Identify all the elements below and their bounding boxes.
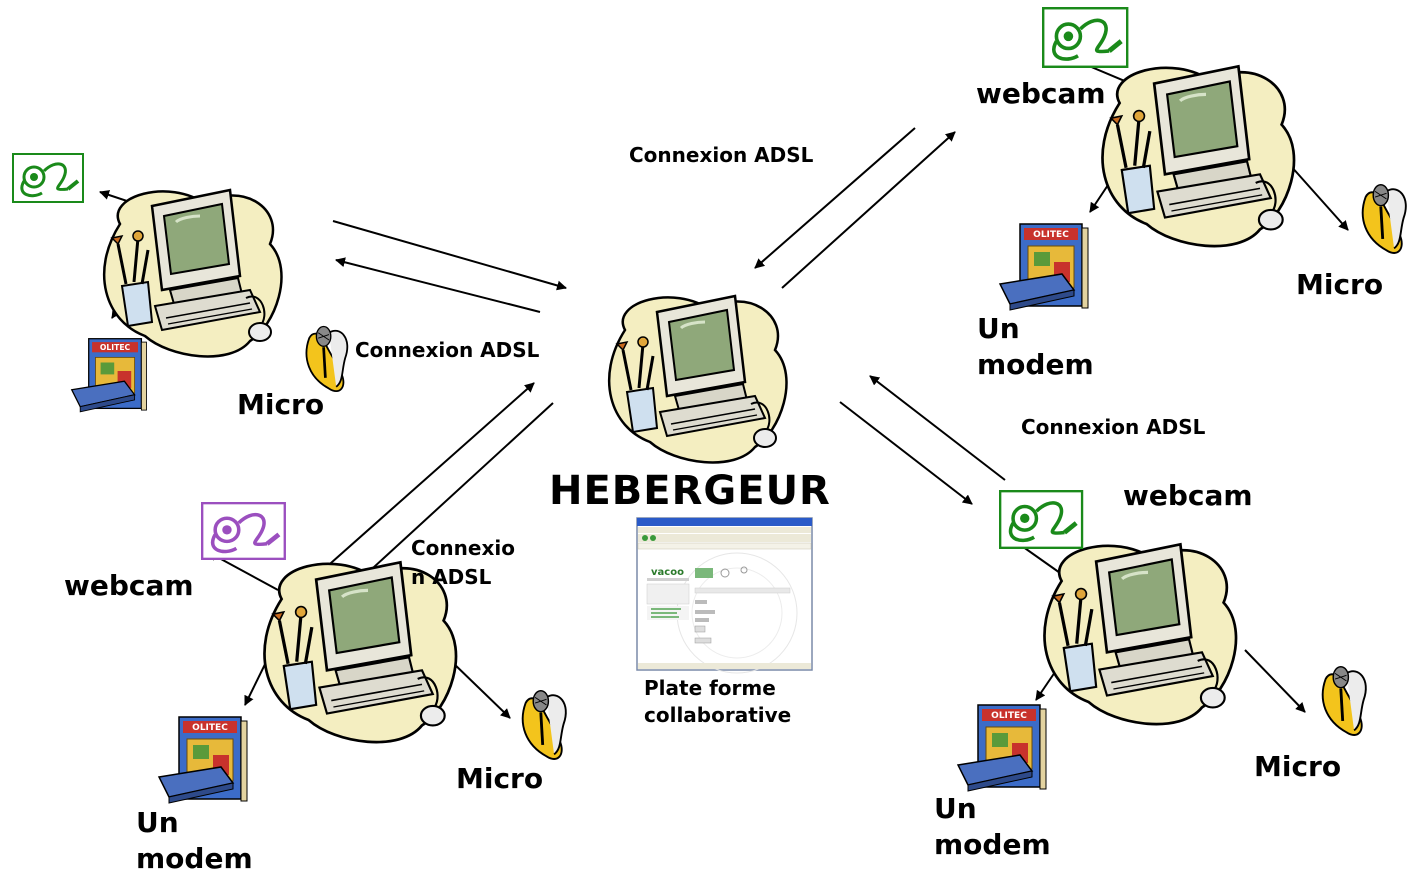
- arrow-bottomleft-micro: [449, 659, 511, 719]
- computer-top-left-icon: [102, 188, 283, 358]
- platform-logo: vacoo: [651, 567, 684, 578]
- arrow-bottomright-micro: [1244, 649, 1306, 713]
- micro-label-bottom-left: Micro: [456, 762, 544, 795]
- micro-label-top-right: Micro: [1296, 268, 1384, 301]
- webcam-bottom-right-icon: [1000, 491, 1082, 548]
- arrow-bottomright-to-host: [869, 375, 1006, 481]
- webcam-top-right-icon: [1043, 8, 1127, 67]
- micro-top-right-icon: [1361, 183, 1408, 255]
- platform-caption-line2: collaborative: [644, 703, 792, 727]
- arrow-host-to-topleft: [335, 257, 541, 313]
- webcam-label-top-right: webcam: [976, 77, 1106, 110]
- computer-bottom-right-icon: [1042, 542, 1238, 726]
- webcam-top-left-icon: [11, 152, 85, 204]
- connection-label-right: Connexion ADSL: [1021, 415, 1206, 439]
- computer-host-icon: [607, 294, 788, 464]
- modem-label-bottom-right-line2: modem: [934, 828, 1051, 861]
- webcam-label-bottom-right: webcam: [1123, 479, 1253, 512]
- modem-label-bottom-right-line1: Un: [934, 792, 977, 825]
- micro-bottom-right-icon: [1321, 665, 1368, 737]
- webcam-label-bottom-left: webcam: [64, 569, 194, 602]
- arrow-host-to-topright: [781, 131, 956, 289]
- modem-top-left-icon: [71, 338, 148, 413]
- connection-label-bottom-left-line1: Connexio: [411, 536, 515, 560]
- arrow-topright-micro: [1289, 164, 1349, 231]
- modem-top-right-icon: [999, 223, 1089, 311]
- modem-label-top-right-line2: modem: [977, 348, 1094, 381]
- connection-label-top-right: Connexion ADSL: [629, 143, 814, 167]
- arrow-host-to-bottomleft: [361, 402, 554, 579]
- micro-label-top-left: Micro: [237, 388, 325, 421]
- micro-top-left-icon: [305, 325, 349, 393]
- modem-bottom-right-icon: [957, 704, 1047, 792]
- modem-label-bottom-left-line1: Un: [136, 806, 179, 839]
- micro-label-bottom-right: Micro: [1254, 750, 1342, 783]
- modem-label-top-right-line1: Un: [977, 312, 1020, 345]
- platform-caption-line1: Plate forme: [644, 676, 776, 700]
- arrow-host-to-bottomright: [839, 401, 973, 505]
- micro-bottom-left-icon: [521, 689, 568, 761]
- modem-bottom-left-icon: [158, 716, 248, 804]
- arrow-topleft-to-host: [332, 220, 567, 291]
- computer-top-right-icon: [1100, 64, 1296, 248]
- webcam-bottom-left-icon: [202, 503, 285, 559]
- connection-label-left: Connexion ADSL: [355, 338, 540, 362]
- modem-label-bottom-left-line2: modem: [136, 842, 253, 875]
- host-title: HEBERGEUR: [549, 468, 831, 514]
- connection-label-bottom-left-line2: n ADSL: [411, 565, 492, 589]
- arrow-topright-to-host: [754, 127, 916, 269]
- arrow-bottomleft-to-host: [304, 382, 535, 587]
- platform-screenshot: vacoo: [636, 517, 813, 674]
